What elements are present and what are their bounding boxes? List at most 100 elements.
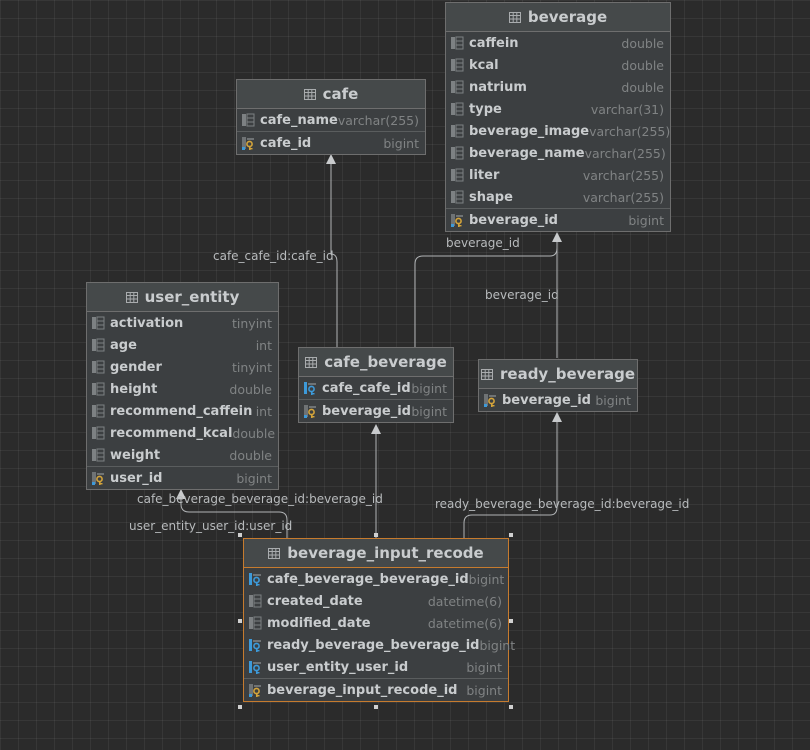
selection-handle[interactable] [238, 705, 242, 709]
arrowhead [371, 424, 381, 434]
column-type: int [255, 403, 272, 419]
table-title: cafe [322, 85, 359, 103]
relation-recode-to-ready-beverage[interactable] [463, 420, 558, 538]
selection-handle[interactable] [238, 619, 242, 623]
column-row[interactable]: kcal double [446, 54, 670, 76]
column-name: liter [469, 167, 500, 183]
table-icon [125, 291, 138, 303]
table-header[interactable]: cafe_beverage [299, 348, 453, 377]
relation-label-ready-beverage: ready_beverage_beverage_id:beverage_id [435, 497, 690, 511]
column-icon [451, 58, 464, 72]
key-type: bigint [236, 470, 272, 486]
column-name: gender [110, 359, 162, 375]
key-type: bigint [411, 403, 447, 419]
relation-label-beverage-1: beverage_id [446, 236, 520, 250]
column-name: shape [469, 189, 513, 205]
relation-label-cafe: cafe_cafe_id:cafe_id [213, 249, 334, 263]
table-header[interactable]: cafe [237, 80, 425, 109]
table-icon [303, 88, 316, 100]
key-name: beverage_id [322, 403, 411, 419]
key-type: bigint [383, 135, 419, 151]
column-icon [242, 113, 255, 127]
column-icon [451, 190, 464, 204]
table-title: ready_beverage [500, 365, 635, 383]
column-type: bigint [468, 571, 505, 587]
column-name: recommend_caffein [110, 403, 253, 419]
column-type: int [255, 337, 272, 353]
primary-key-icon [242, 137, 254, 150]
selection-handle[interactable] [374, 533, 378, 537]
selection-handle[interactable] [509, 533, 513, 537]
column-name: kcal [469, 57, 499, 73]
primary-key-icon [92, 472, 104, 485]
column-icon [249, 594, 262, 608]
selection-handle[interactable] [238, 533, 242, 537]
column-icon [451, 36, 464, 50]
relation-label-cafe-beverage: cafe_beverage_beverage_id:beverage_id [137, 492, 383, 506]
selection-handle[interactable] [509, 619, 513, 623]
column-name: created_date [267, 593, 363, 609]
table-header[interactable]: beverage [446, 3, 670, 32]
selection-handle[interactable] [509, 705, 513, 709]
selection-handle[interactable] [374, 705, 378, 709]
key-name: beverage_id [502, 392, 591, 408]
column-icon [92, 426, 105, 440]
column-name: user_entity_user_id [267, 659, 409, 675]
table-header[interactable]: beverage_input_recode [244, 539, 508, 568]
relation-cafe-beverage-to-cafe[interactable] [330, 162, 338, 347]
column-icon [92, 448, 105, 462]
column-type: double [621, 57, 664, 73]
column-type: varchar(255) [589, 123, 671, 139]
relation-label-beverage-2: beverage_id [485, 288, 559, 302]
column-type: double [621, 79, 664, 95]
column-name: caffein [469, 35, 519, 51]
table-icon [481, 368, 493, 380]
table-header[interactable]: user_entity [87, 283, 278, 312]
table-title: beverage_input_recode [287, 544, 484, 562]
column-type: varchar(255) [337, 112, 419, 128]
primary-key-icon [484, 394, 496, 407]
table-beverage-input-recode[interactable]: beverage_input_recode cafe_beverage_bever… [243, 538, 515, 702]
table-icon [305, 356, 318, 368]
foreign-key-icon [249, 639, 261, 652]
column-type: varchar(255) [584, 145, 666, 161]
relation-recode-to-user-entity[interactable] [180, 497, 288, 538]
key-type: bigint [595, 392, 631, 408]
primary-key-icon [304, 405, 316, 418]
table-header[interactable]: ready_beverage [479, 360, 637, 389]
table-title: beverage [527, 8, 608, 26]
